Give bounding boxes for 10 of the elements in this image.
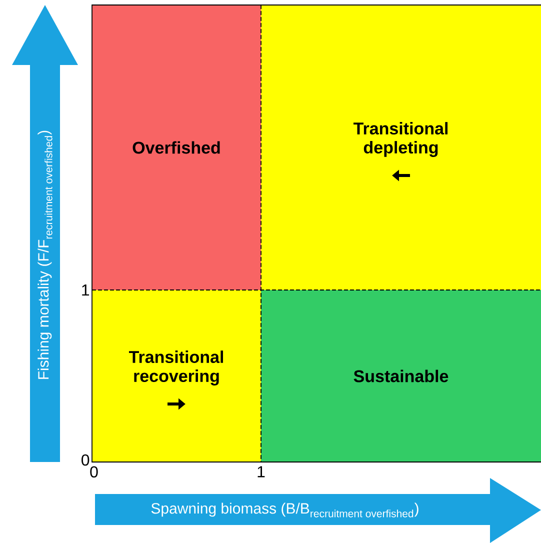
zone-box: Overfished	[92, 5, 261, 290]
tick-label: 0	[82, 454, 90, 466]
tick-label: 1	[82, 284, 89, 296]
zone-box: Sustainable	[261, 290, 541, 462]
tick-label: 1	[258, 466, 265, 478]
axis-title: $\text{Fishing mortality (F/F}_{\text{recruitment overfished}}\text{)}$	[38, 130, 52, 379]
tick-label: 0	[90, 466, 98, 478]
axis-title: $\text{Spawning biomass (B/B}_{\text{recruitment overfished}}\text{)}$	[151, 502, 418, 518]
zone-box: Transitional recovering	[92, 290, 261, 462]
zone-box: Transitional depleting	[261, 5, 541, 290]
